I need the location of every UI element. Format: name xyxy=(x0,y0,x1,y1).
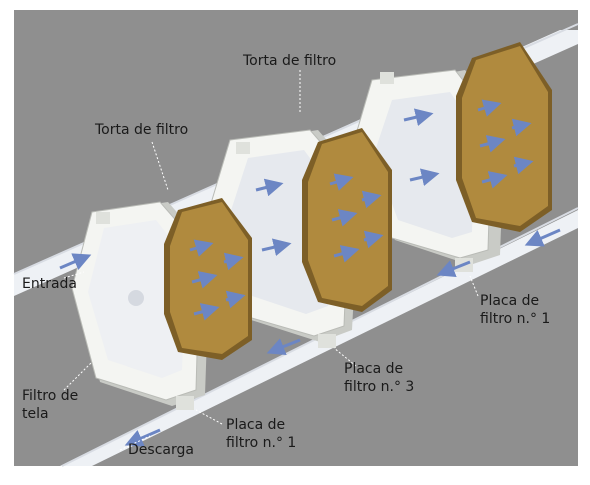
filter-cake-back-right xyxy=(456,42,552,232)
filter-plate-front xyxy=(71,201,210,410)
label-entrada: Entrada xyxy=(22,276,78,292)
label-descarga: Descarga xyxy=(128,442,194,458)
label-placa-bottom: Placa de filtro n.° 1 xyxy=(226,417,297,451)
label-torta-top: Torta de filtro xyxy=(243,53,337,69)
label-placa-mid: Placa de filtro n.° 3 xyxy=(344,361,415,395)
label-placa-right: Placa de filtro n.° 1 xyxy=(480,293,551,327)
filter-cake-middle xyxy=(302,128,392,312)
leader-lines xyxy=(63,70,479,451)
label-filtro-tela: Filtro de tela xyxy=(22,388,79,422)
label-torta-left: Torta de filtro xyxy=(95,122,189,138)
flow-arrows xyxy=(59,99,561,447)
